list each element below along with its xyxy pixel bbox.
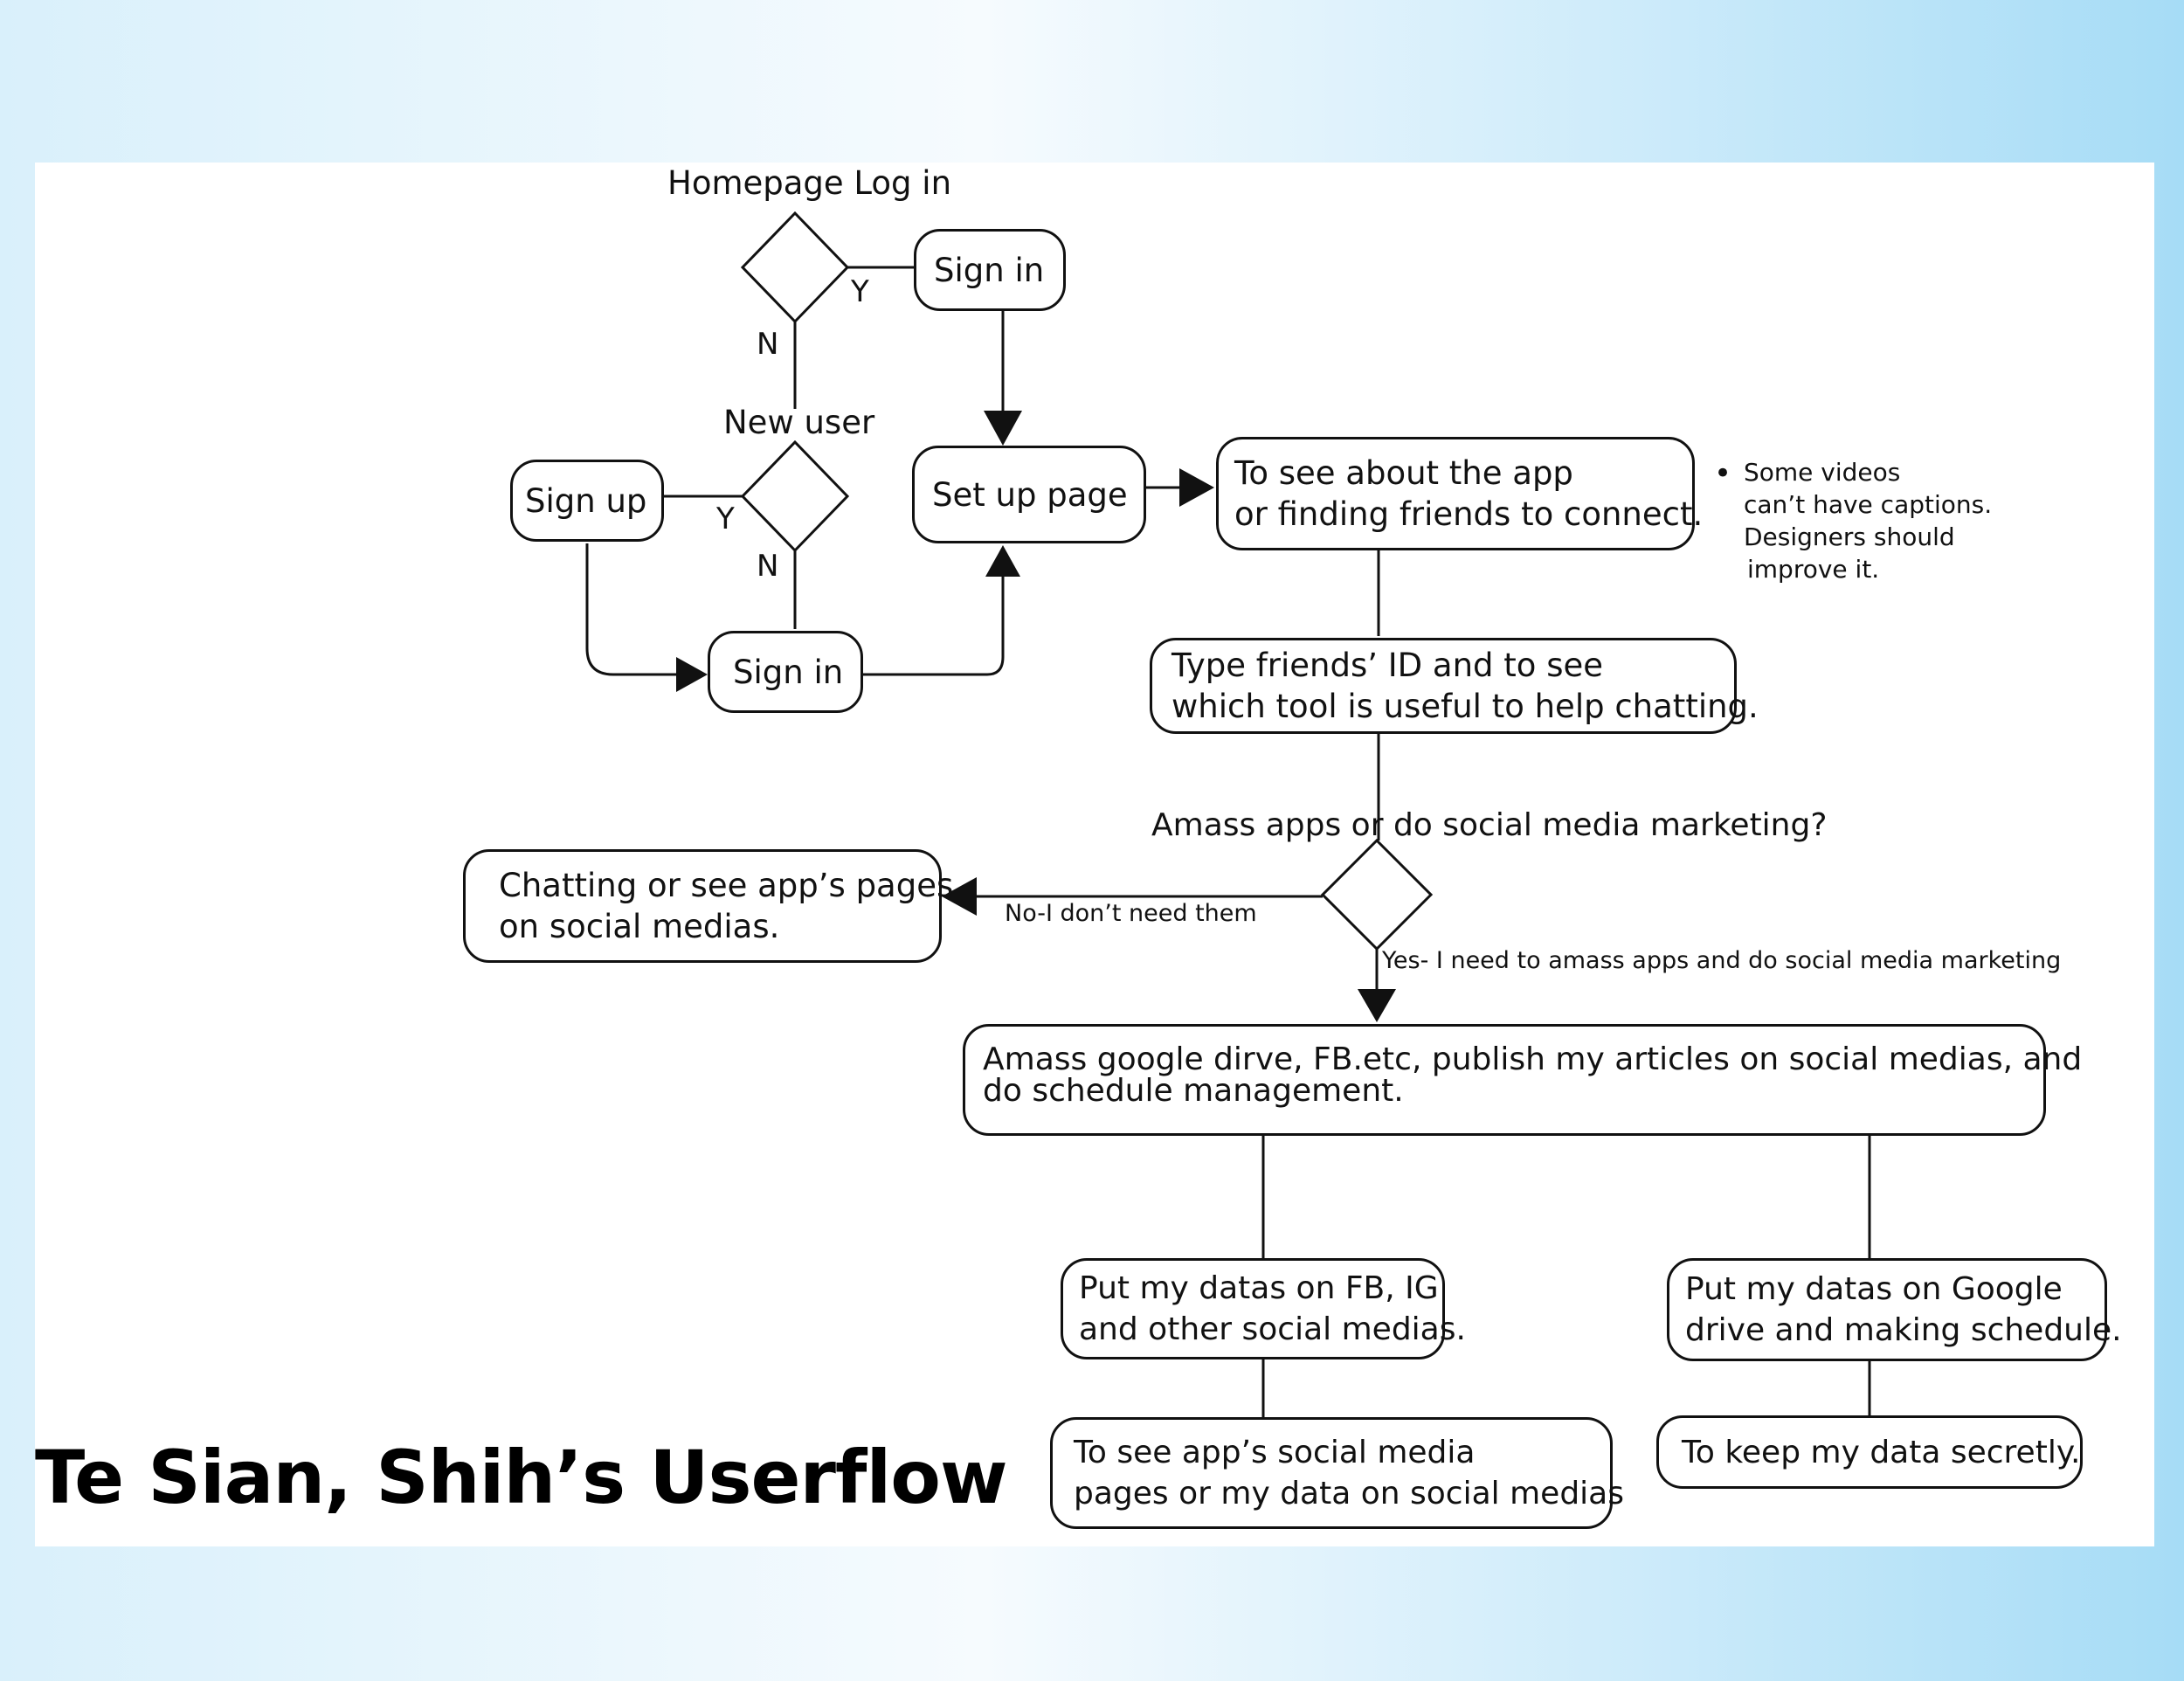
node-label: Sign up (525, 481, 647, 520)
chatting-node: Chatting or see app’s pages on social me… (463, 849, 954, 963)
node-label: Sign in (733, 653, 844, 691)
node-label: To see app’s social media (1074, 1435, 1476, 1470)
node-label: pages or my data on social medias (1074, 1476, 1624, 1512)
note-line: Designers should (1744, 522, 1955, 551)
no-branch-label: No-I don’t need them (1005, 900, 1257, 927)
decision-no-label: N (757, 549, 779, 584)
keep-secret-node: To keep my data secretly. (1656, 1415, 2083, 1489)
node-label: Chatting or see app’s pages (499, 867, 954, 904)
node-label: To keep my data secretly. (1682, 1434, 2081, 1470)
note-line: Some videos (1744, 458, 1901, 487)
about-app-node: To see about the app or finding friends … (1216, 437, 1704, 550)
node-label: on social medias. (499, 908, 780, 945)
arrowhead-to-chatting (942, 877, 977, 916)
node-label: To see about the app (1234, 454, 1573, 492)
node-label: Sign in (934, 251, 1045, 289)
arrowhead-to-about-app (1179, 468, 1214, 507)
note-line: can’t have captions. (1744, 490, 1993, 519)
put-google-node: Put my datas on Google drive and making … (1667, 1258, 2122, 1361)
decision-new-user (740, 439, 850, 553)
see-pages-node: To see app’s social media pages or my da… (1050, 1417, 1624, 1529)
node-label: Put my datas on FB, IG (1079, 1270, 1439, 1306)
node-label: do schedule management. (983, 1073, 1404, 1109)
amass-question-label: Amass apps or do social media marketing? (1151, 807, 1828, 843)
node-label: drive and making schedule. (1685, 1312, 2122, 1348)
node-label: and other social medias. (1079, 1311, 1466, 1347)
decision-no-label: N (757, 327, 779, 362)
sign-up-node: Sign up (510, 460, 664, 542)
arrowhead-to-signin-bottom (676, 657, 708, 692)
note-bullet: • (1714, 456, 1732, 491)
node-label: Amass google dirve, FB.etc, publish my a… (983, 1041, 2083, 1077)
page-title: Te Sian, Shih’s Userflow (35, 1435, 1008, 1520)
yes-branch-label: Yes- I need to amass apps and do social … (1382, 947, 2062, 974)
set-up-page-node: Set up page (912, 446, 1146, 543)
put-fb-node: Put my datas on FB, IG and other social … (1061, 1258, 1466, 1359)
amass-node: Amass google dirve, FB.etc, publish my a… (963, 1024, 2083, 1136)
node-label: Put my datas on Google (1685, 1271, 2063, 1307)
node-label: or finding friends to connect. (1234, 495, 1704, 533)
decision-yes-label: Y (716, 502, 735, 536)
decision-amass (1320, 838, 1434, 951)
arrowhead-to-setup-bottom (985, 545, 1020, 577)
note-line: improve it. (1747, 555, 1880, 584)
arrowhead-to-amass (1358, 989, 1396, 1022)
node-label: which tool is useful to help chatting. (1171, 688, 1759, 725)
sign-in-node: Sign in (708, 631, 863, 713)
new-user-label: New user (723, 404, 875, 441)
decision-login (740, 211, 850, 324)
node-label: Set up page (932, 475, 1128, 514)
sign-in-node: Sign in (914, 229, 1066, 311)
accessibility-note: Some videos can’t have captions. Designe… (1744, 456, 1992, 585)
type-friends-node: Type friends’ ID and to see which tool i… (1150, 638, 1759, 734)
homepage-login-label: Homepage Log in (667, 164, 952, 202)
decision-yes-label: Y (851, 274, 869, 309)
node-label: Type friends’ ID and to see (1171, 647, 1604, 684)
arrowhead-to-setup-top (984, 411, 1022, 446)
